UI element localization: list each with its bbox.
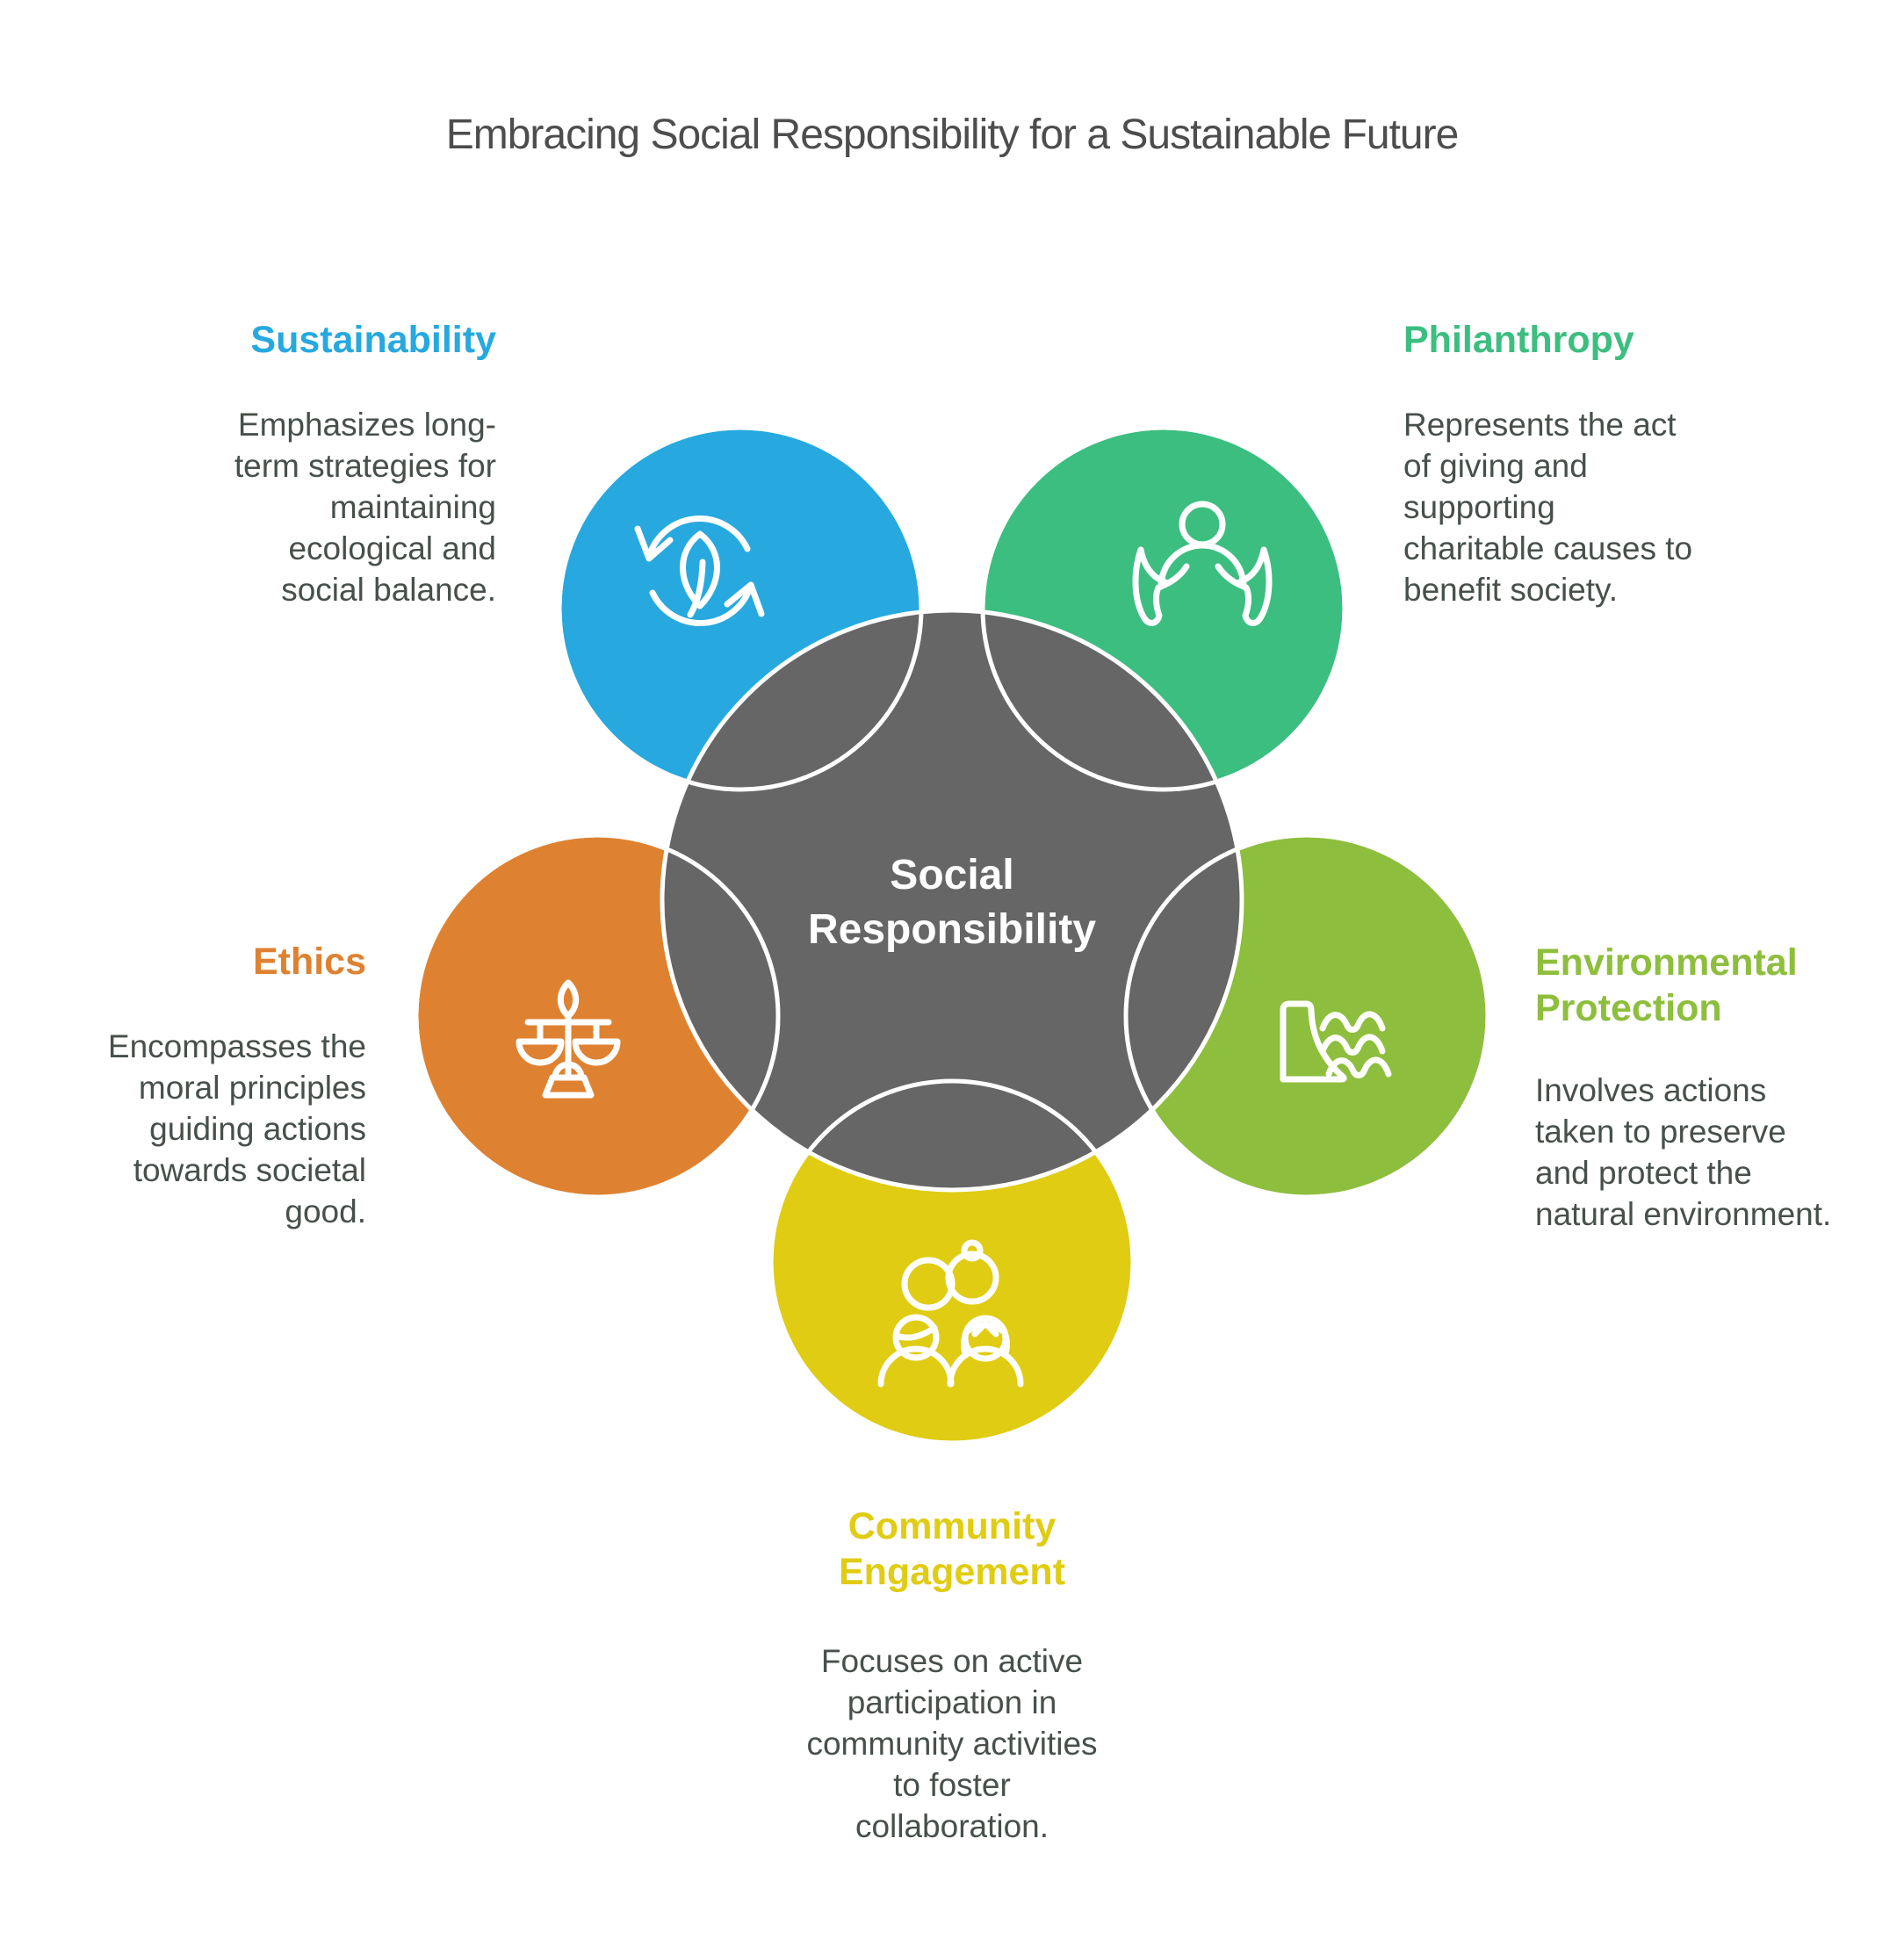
environmental-block: Environmental Protection Involves action…	[1535, 940, 1878, 1235]
leaf-cycle-icon	[634, 516, 765, 626]
sustainability-block: Sustainability Emphasizes long- term str…	[180, 318, 496, 610]
community-description: Focuses on active participation in commu…	[806, 1643, 1098, 1844]
sustainability-heading: Sustainability	[250, 319, 496, 361]
ethics-description: Encompasses the moral principles guiding…	[107, 1028, 366, 1229]
center-circle-label: Social Responsibility	[807, 852, 1097, 953]
page-title: Embracing Social Responsibility for a Su…	[445, 112, 1460, 158]
giving-hands-icon	[1132, 501, 1273, 626]
community-block: Community Engagement Focuses on active p…	[732, 1503, 1172, 1847]
balance-scales-icon	[516, 979, 621, 1099]
center-circle	[660, 608, 1244, 1193]
petal-outlines	[414, 425, 1490, 1446]
environmental-description: Involves actions taken to preserve and p…	[1535, 1072, 1832, 1232]
people-rings-icon	[877, 1239, 1024, 1388]
philanthropy-description: Represents the act of giving and support…	[1403, 407, 1693, 608]
sustainability-description: Emphasizes long- term strategies for mai…	[234, 407, 496, 608]
dam-water-icon	[1280, 1000, 1392, 1083]
ethics-block: Ethics Encompasses the moral principles …	[76, 940, 366, 1232]
philanthropy-heading: Philanthropy	[1403, 319, 1634, 361]
community-heading: Community Engagement	[838, 1505, 1066, 1593]
environmental-heading: Environmental Protection	[1535, 941, 1798, 1029]
ethics-heading: Ethics	[252, 941, 366, 983]
philanthropy-block: Philanthropy Represents the act of givin…	[1403, 318, 1737, 610]
